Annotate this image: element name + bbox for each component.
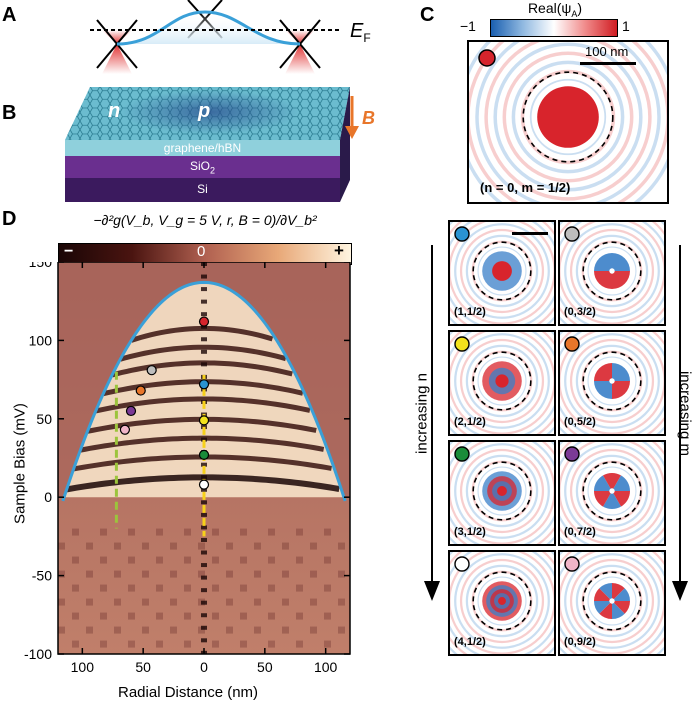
mode-panel: (0,7/2): [558, 440, 666, 546]
mode-panel: (0,5/2): [558, 330, 666, 436]
panel-label-d: D: [2, 208, 17, 230]
mode-main: [467, 40, 669, 204]
mode-panel: (2,1/2): [448, 330, 556, 436]
layer-si: Si: [197, 182, 208, 196]
potential-curve: [116, 10, 301, 46]
mode-color-dot: [478, 49, 496, 67]
magnetic-field-label: B: [362, 108, 375, 128]
colorbar-min: −1: [460, 18, 476, 34]
increasing-m-label: increasing m: [676, 370, 694, 457]
state-marker: [119, 424, 131, 435]
y-tick-label: 150: [29, 262, 53, 270]
mode-panel: (0,9/2): [558, 550, 666, 656]
plot-area: [58, 262, 350, 654]
mode-main-label: (n = 0, m = 1/2): [480, 180, 571, 195]
colorbar-max-label: +: [334, 241, 344, 260]
panel-label-c: C: [420, 4, 435, 26]
mode-label: (4,1/2): [454, 636, 486, 648]
state-marker: [198, 316, 210, 327]
mode-color-dot: [454, 226, 470, 242]
mode-pattern: [560, 442, 664, 544]
panel-label-a: A: [2, 4, 17, 26]
scale-bar-label: 100 nm: [585, 44, 629, 59]
state-marker: [146, 365, 157, 376]
layer-sio2: SiO2: [189, 159, 216, 176]
mode-color-dot: [454, 556, 470, 572]
potential-parabola: [61, 280, 347, 502]
mode-panel: (4,1/2): [448, 550, 556, 656]
x-tick-label: 50: [135, 659, 151, 675]
mode-pattern: [450, 332, 554, 434]
state-marker: [198, 449, 210, 460]
mode-color-dot: [454, 446, 470, 462]
colorbar-mid-label: 0: [197, 243, 206, 260]
mode-label: (0,3/2): [564, 306, 596, 318]
colorbar-max: 1: [622, 18, 630, 34]
wavefunction-colorbar-title: Real(ψA): [527, 0, 583, 19]
mode-label: (0,5/2): [564, 416, 596, 428]
mode-pattern: [450, 222, 554, 324]
mode-label: (2,1/2): [454, 416, 486, 428]
x-tick-label: 50: [257, 659, 273, 675]
y-tick-label: 50: [36, 411, 52, 427]
n-region-label: n: [108, 100, 121, 122]
panel-label-b: B: [2, 102, 17, 124]
mode-main-pattern: [469, 42, 667, 202]
mode-color-dot: [564, 556, 580, 572]
band-diagram: [90, 0, 340, 74]
scale-bar: [580, 62, 636, 65]
mode-color-dot: [454, 336, 470, 352]
mode-panel: (1,1/2): [448, 220, 556, 326]
small-scale-bar: [512, 232, 548, 235]
mode-color-dot: [564, 226, 580, 242]
x-tick-label: 100: [71, 659, 95, 675]
mode-label: (0,7/2): [564, 526, 596, 538]
mode-pattern: [560, 332, 664, 434]
heatmap-title: −∂²g(V_b, V_g = 5 V, r, B = 0)/∂V_b²: [93, 212, 317, 228]
mode-panel: (0,3/2): [558, 220, 666, 326]
wavefunction-colorbar: [490, 19, 618, 37]
left-dirac-cone: [96, 19, 138, 74]
y-tick-label: 0: [44, 489, 52, 505]
mode-color-dot: [564, 446, 580, 462]
increasing-n-label: increasing n: [413, 373, 431, 454]
mode-color-dot: [564, 336, 580, 352]
x-tick-label: 100: [314, 659, 338, 675]
magnetic-field-arrow: [345, 96, 359, 139]
x-tick-label: 0: [200, 659, 208, 675]
mode-label: (0,9/2): [564, 636, 596, 648]
state-marker: [135, 385, 146, 396]
mode-panel: (3,1/2): [448, 440, 556, 546]
colorbar-min-label: −: [64, 243, 74, 260]
mode-pattern: [560, 222, 664, 324]
mode-pattern: [450, 552, 554, 654]
mode-pattern: [560, 552, 664, 654]
increasing-n-arrow: [424, 245, 440, 601]
y-tick-label: -50: [32, 568, 52, 584]
p-region-label: p: [198, 100, 211, 122]
mode-label: (1,1/2): [454, 306, 486, 318]
state-marker: [198, 479, 210, 490]
x-axis-title: Radial Distance (nm): [118, 684, 259, 701]
fermi-level-label: EF: [350, 20, 371, 45]
y-axis-title: Sample Bias (mV): [11, 403, 29, 524]
increasing-m-arrow: [672, 245, 688, 601]
axes: 150 100 50 0 -50 -100 100 50 0 50 100: [24, 262, 351, 675]
state-marker: [198, 415, 210, 426]
state-marker: [125, 405, 137, 417]
y-tick-label: 100: [29, 332, 53, 348]
device-schematic: [65, 87, 350, 202]
mode-label: (3,1/2): [454, 526, 486, 538]
layer-graphene-hbn: graphene/hBN: [163, 141, 242, 155]
stm-heatmap: 150 100 50 0 -50 -100 100 50 0 50 100: [24, 262, 351, 675]
state-marker: [198, 379, 210, 390]
right-dirac-cone: [279, 19, 321, 74]
y-tick-label: -100: [24, 646, 52, 662]
mode-pattern: [450, 442, 554, 544]
